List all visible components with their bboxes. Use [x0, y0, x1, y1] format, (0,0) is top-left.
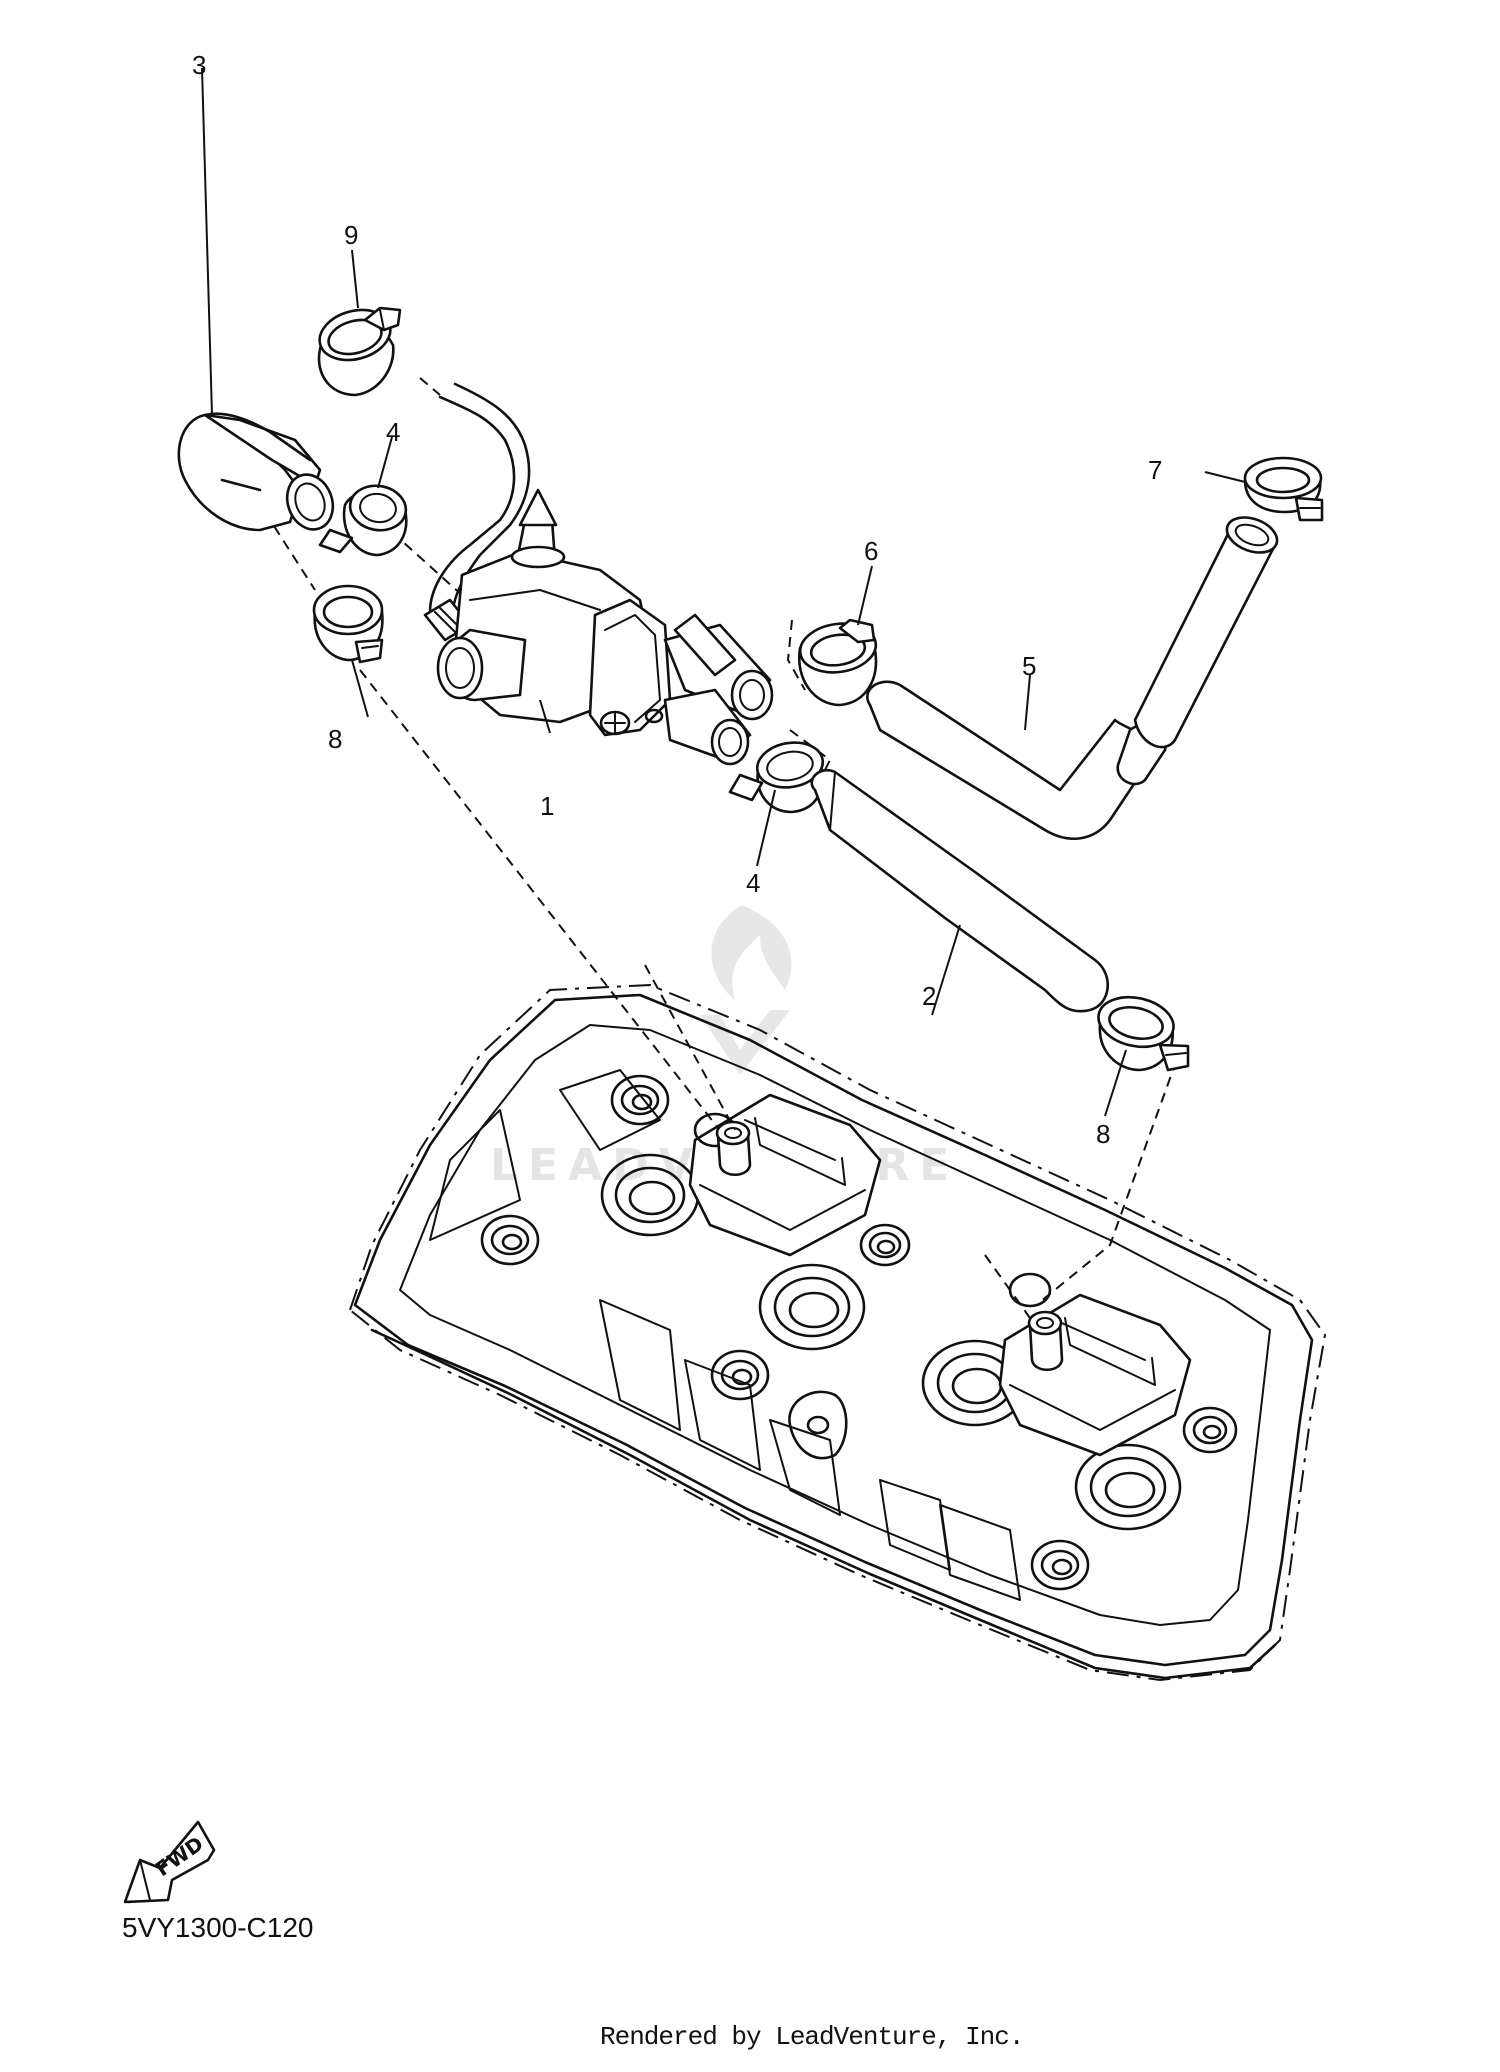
callout-4-upper: 4 — [386, 417, 400, 447]
part-4-clamp-upper — [318, 484, 408, 557]
part-1-valve — [423, 382, 774, 766]
callout-8-left: 8 — [328, 724, 342, 754]
part-3-hose — [177, 412, 335, 532]
callout-2: 2 — [922, 981, 936, 1011]
callout-5: 5 — [1022, 651, 1036, 681]
callout-7: 7 — [1148, 455, 1162, 485]
diagram-code: 5VY1300-C120 — [122, 1912, 314, 1943]
part-4-clamp-lower — [728, 741, 825, 814]
part-6-clamp — [797, 618, 878, 707]
callout-6: 6 — [864, 536, 878, 566]
callout-9: 9 — [344, 220, 358, 250]
part-2-hose — [810, 769, 1110, 1013]
part-7-clamp — [1243, 456, 1324, 522]
render-credit: Rendered by LeadVenture, Inc. — [600, 2022, 1024, 2052]
part-9-clamp — [317, 306, 402, 397]
watermark-logo — [700, 905, 792, 1075]
callout-3: 3 — [192, 50, 206, 80]
callout-8-right: 8 — [1096, 1119, 1110, 1149]
callout-1: 1 — [540, 791, 554, 821]
cylinder-head-cover — [348, 983, 1327, 1682]
part-8-clamp-right — [1097, 995, 1190, 1072]
part-8-clamp-left — [312, 584, 384, 664]
part-5-hose — [866, 516, 1279, 840]
callout-4-lower: 4 — [746, 868, 760, 898]
fwd-arrow-icon: FWD — [123, 1820, 216, 1904]
